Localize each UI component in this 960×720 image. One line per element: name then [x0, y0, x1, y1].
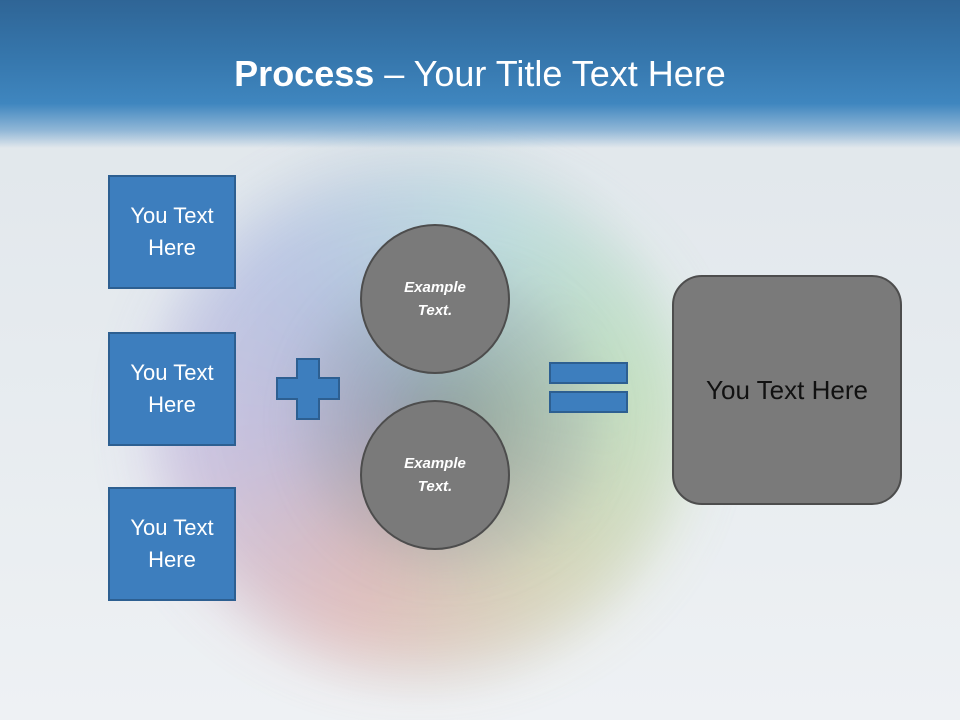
example-circle-2-label: Example Text. [404, 455, 466, 495]
text-box-3: You Text Here [108, 487, 236, 601]
title-rest: – Your Title Text Here [374, 53, 726, 94]
slide-title: Process – Your Title Text Here [0, 52, 960, 96]
text-box-3-label: You Text Here [130, 515, 214, 572]
example-circle-2: Example Text. [360, 400, 510, 550]
title-banner [0, 0, 960, 148]
result-label: You Text Here [706, 374, 868, 405]
plus-icon [276, 358, 340, 420]
example-circle-1-label: Example Text. [404, 279, 466, 319]
result-box: You Text Here [672, 275, 902, 505]
text-box-2-label: You Text Here [130, 360, 214, 417]
text-box-1: You Text Here [108, 175, 236, 289]
title-bold: Process [234, 53, 375, 94]
text-box-2: You Text Here [108, 332, 236, 446]
example-circle-1: Example Text. [360, 224, 510, 374]
equals-icon [549, 362, 628, 413]
text-box-1-label: You Text Here [130, 203, 214, 260]
